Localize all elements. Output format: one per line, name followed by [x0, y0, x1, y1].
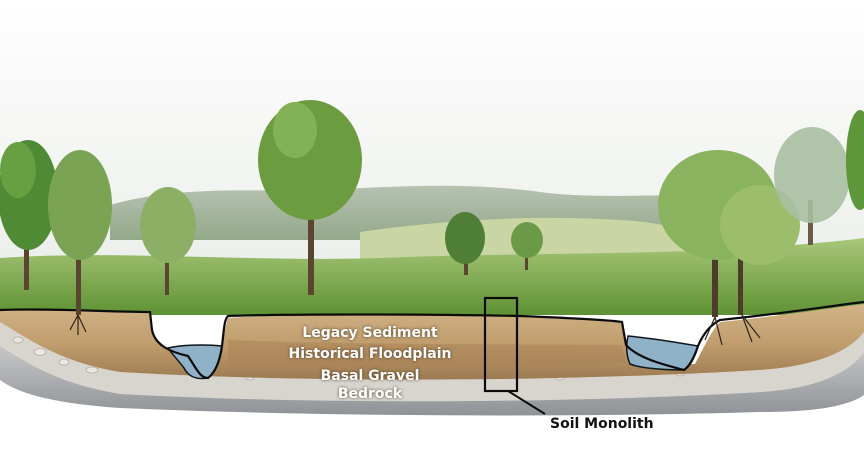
tree-left-1	[0, 140, 58, 290]
tree-far-right	[774, 110, 864, 245]
tree-left-2	[48, 150, 112, 315]
meadow	[0, 238, 864, 315]
basal-gravel-label: Basal Gravel	[320, 368, 420, 384]
tree-mid-small	[445, 212, 543, 275]
soil-monolith-label: Soil Monolith	[550, 416, 654, 432]
floodplain-layer	[228, 340, 626, 369]
bedrock-label: Bedrock	[337, 386, 403, 402]
historical-floodplain-label: Historical Floodplain	[288, 346, 452, 362]
tree-left-3	[140, 187, 196, 295]
basal-gravel-layer	[0, 322, 864, 402]
legacy-sediment-label: Legacy Sediment	[302, 325, 438, 341]
tree-roots	[69, 314, 761, 346]
soil-monolith-leader-line	[507, 390, 546, 415]
soil-monolith-box	[483, 296, 519, 393]
tree-right	[658, 150, 800, 317]
tree-center	[258, 100, 362, 295]
ground-surface-line	[0, 300, 864, 380]
